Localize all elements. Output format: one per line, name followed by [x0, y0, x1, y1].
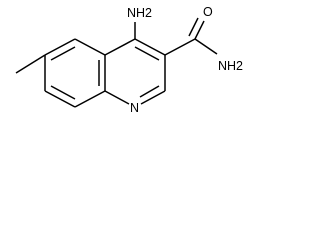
bond-c4-c3 [134, 38, 166, 56]
atom-label-ring-nitrogen: N [130, 101, 139, 115]
bond-c5-c4a [74, 38, 106, 56]
atom-labels: NH2 O NH2 N [127, 5, 243, 115]
bond-carbonyl-oxygen-a [194, 20, 205, 40]
bond-c2-n1-inner [139, 85, 160, 98]
bond-n1-c8a [104, 90, 130, 105]
bond-lines [15, 17, 218, 108]
bond-methyl [15, 54, 46, 74]
bond-c8a-c8 [74, 90, 106, 108]
atom-label-amide-nitrogen: NH2 [218, 59, 243, 73]
bond-c4-c3-inner [134, 46, 160, 61]
atom-label-carbonyl-oxygen: O [203, 5, 213, 19]
quinoline-carboxamide-structure: NH2 O NH2 N [15, 5, 243, 115]
bond-c6-c5 [44, 38, 76, 56]
bond-c8-c7 [44, 90, 76, 108]
bond-c6-c5-inner [50, 46, 76, 61]
atom-label-amino: NH2 [127, 6, 152, 20]
bond-c8-c7-inner [50, 85, 76, 100]
bond-carbonyl-oxygen-b [188, 17, 199, 37]
bond-c2-n1 [140, 90, 166, 105]
bond-carbonyl-amide [194, 38, 218, 55]
bond-c3-carbonyl [164, 38, 196, 56]
bond-c4a-c4 [104, 38, 136, 56]
